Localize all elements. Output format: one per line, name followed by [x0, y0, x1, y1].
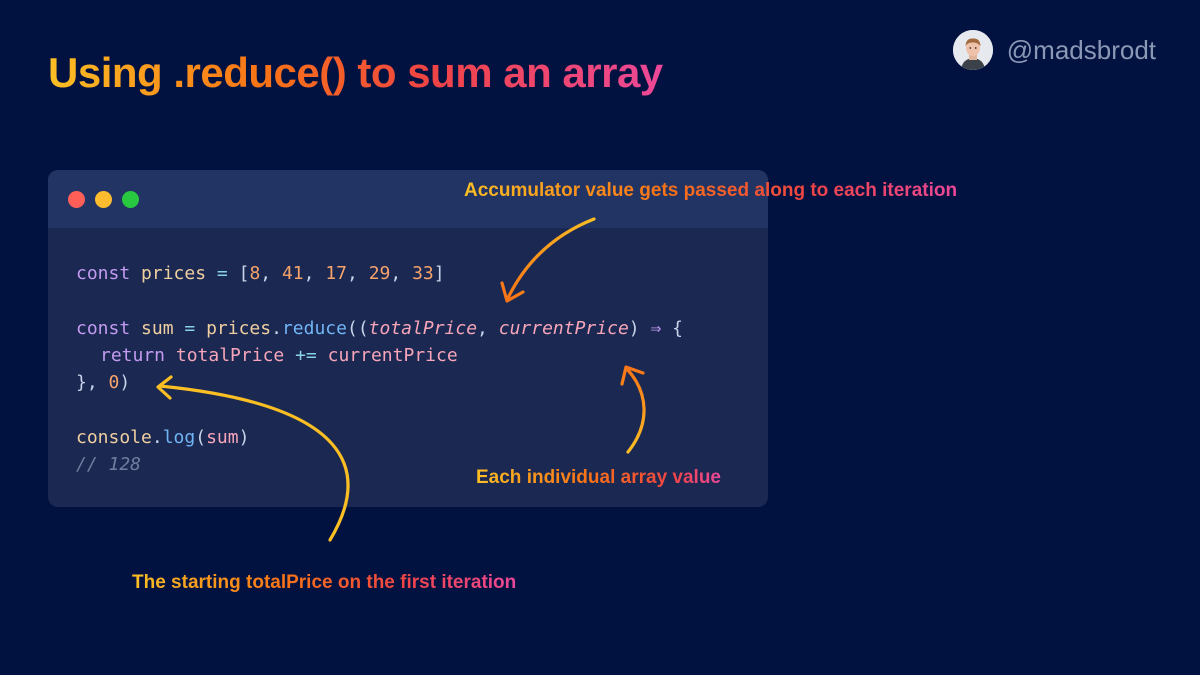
- output-comment: // 128: [76, 454, 142, 476]
- initial-value: 0: [108, 372, 120, 394]
- annotation-accumulator: Accumulator value gets passed along to e…: [464, 180, 958, 201]
- author-handle: @madsbrodt: [1006, 34, 1156, 65]
- identifier-total-price: totalPrice: [175, 344, 285, 366]
- operator-equals: =: [184, 317, 196, 339]
- close-dot-icon: [68, 190, 85, 208]
- operator-plus-equals: +=: [295, 344, 317, 366]
- param-total-price: totalPrice: [368, 317, 478, 339]
- array-value: 33: [412, 263, 434, 284]
- code-line-prices: const prices = [8, 41, 17, 29, 33]: [76, 263, 445, 284]
- variable-sum: sum: [141, 317, 174, 339]
- paren-open: ((: [346, 317, 369, 339]
- brace-close: },: [76, 372, 98, 394]
- page-title: Using .reduce() to sum an array: [48, 48, 663, 98]
- code-block: const prices = [8, 41, 17, 29, 33] const…: [76, 260, 683, 478]
- param-current-price: currentPrice: [498, 317, 629, 339]
- paren-close: ): [119, 372, 131, 394]
- annotation-current-value: Each individual array value: [476, 467, 721, 488]
- author-avatar-icon: [952, 30, 993, 70]
- operator-equals: =: [216, 263, 228, 284]
- argument-sum: sum: [206, 426, 239, 448]
- code-window: const prices = [8, 41, 17, 29, 33] const…: [48, 170, 768, 507]
- code-line-close: }, 0): [76, 369, 683, 396]
- keyword-return: return: [100, 344, 166, 366]
- code-line-console-log: console.log(sum): [76, 424, 683, 451]
- variable-prices: prices: [141, 263, 207, 284]
- window-titlebar: [48, 170, 768, 228]
- bracket-open: [: [238, 263, 250, 284]
- code-line-blank: [76, 287, 683, 314]
- array-value: 8: [249, 263, 261, 284]
- bracket-close: ]: [433, 263, 445, 284]
- paren-close: ): [238, 426, 250, 448]
- author-badge: @madsbrodt: [952, 30, 1156, 70]
- dot-operator: .: [271, 317, 282, 339]
- array-value: 41: [281, 263, 304, 284]
- object-prices: prices: [206, 317, 272, 339]
- code-line-blank: [76, 396, 683, 423]
- array-value: 17: [325, 263, 348, 284]
- dot-operator: .: [151, 426, 163, 448]
- annotation-initial-value: The starting totalPrice on the first ite…: [132, 572, 517, 593]
- paren-open: (: [195, 426, 207, 448]
- brace-open: {: [672, 317, 683, 339]
- keyword-const: const: [76, 317, 131, 339]
- arrow-operator: ⇒: [650, 317, 662, 339]
- comma: ,: [477, 317, 488, 339]
- identifier-current-price: currentPrice: [327, 344, 458, 366]
- paren-close: ): [628, 317, 640, 339]
- array-value: 29: [368, 263, 391, 284]
- object-console: console: [76, 426, 152, 448]
- code-line-comment: // 128: [76, 451, 683, 478]
- method-reduce: reduce: [281, 317, 347, 339]
- code-line-return: return totalPrice += currentPrice: [76, 342, 683, 369]
- maximize-dot-icon: [122, 190, 139, 208]
- keyword-const: const: [76, 263, 131, 284]
- code-line-sum: const sum = prices.reduce((totalPrice, c…: [76, 315, 683, 342]
- minimize-dot-icon: [95, 190, 112, 208]
- method-log: log: [162, 426, 196, 448]
